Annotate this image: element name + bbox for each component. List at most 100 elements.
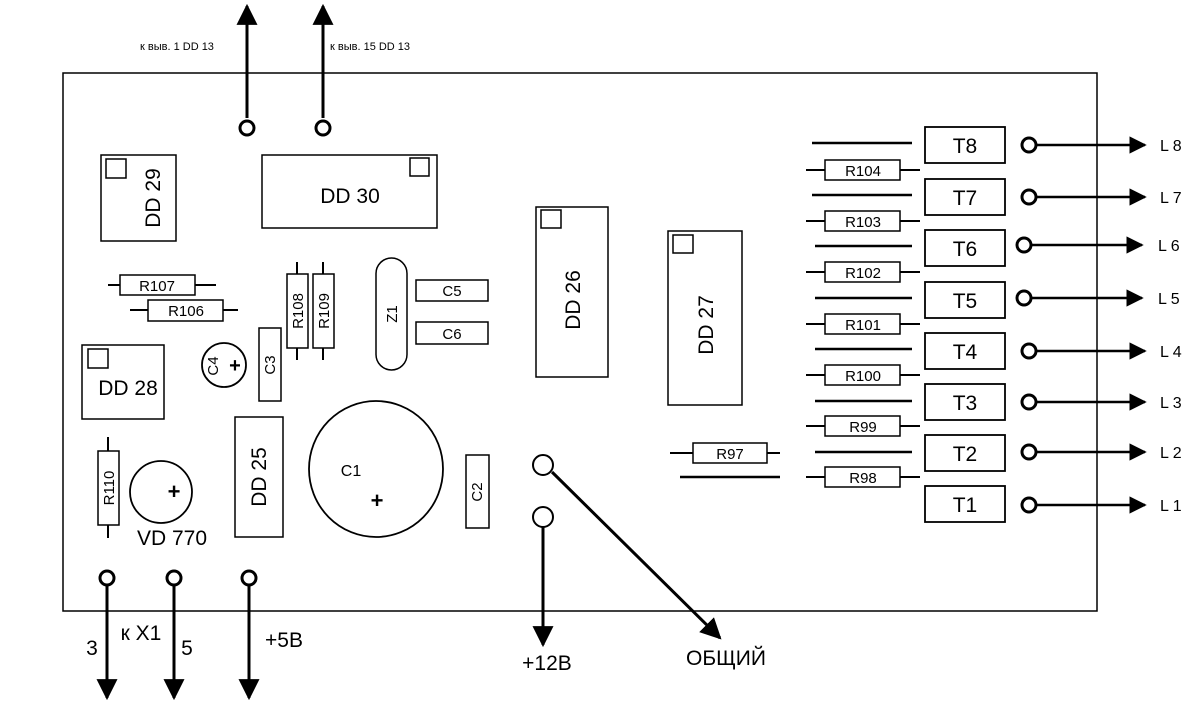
transistor-t7-label: T7 — [953, 187, 978, 210]
transistor-t6: T6 — [924, 229, 1006, 267]
pad-plus5 — [240, 569, 258, 587]
transistor-t8-label: T8 — [953, 135, 978, 158]
resistor-r109: R109 — [312, 262, 335, 360]
capacitor-c1: C1 + — [308, 400, 444, 538]
resistor-r98-label: R98 — [849, 470, 877, 487]
chip-dd25: DD 25 — [234, 416, 284, 538]
output-l5: L 5 — [1015, 289, 1180, 308]
resistor-r106-label: R106 — [168, 303, 204, 320]
capacitor-c3: C3 — [258, 327, 282, 402]
output-l5-label: L 5 — [1158, 291, 1180, 308]
resistor-r110-label: R110 — [101, 471, 118, 506]
resistor-r102: R102 — [806, 261, 920, 283]
output-l6-label: L 6 — [1158, 238, 1180, 255]
output-l7-label: L 7 — [1160, 190, 1182, 207]
transistor-t5: T5 — [924, 281, 1006, 319]
resistor-r108-label: R108 — [290, 293, 307, 329]
top-connections: к выв. 1 DD 13 к выв. 15 DD 13 — [140, 3, 410, 137]
chip-dd29: DD 29 — [100, 154, 177, 242]
resistor-r101: R101 — [806, 313, 920, 335]
chip-dd26: DD 26 — [535, 206, 609, 378]
resistor-r103-label: R103 — [845, 214, 881, 231]
capacitor-c4-label: C4 — [205, 356, 222, 375]
capacitor-c4-plus: + — [229, 355, 241, 377]
diode-vd770-label: VD 770 — [137, 527, 207, 550]
label-dd13-pin15: к выв. 15 DD 13 — [330, 41, 410, 53]
transistor-t2-label: T2 — [953, 443, 978, 466]
output-l3-label: L 3 — [1160, 395, 1182, 412]
capacitor-c5: C5 — [415, 279, 489, 302]
capacitor-c1-label: C1 — [341, 463, 362, 480]
chip-dd25-label: DD 25 — [248, 447, 271, 507]
resistor-r106: R106 — [130, 299, 238, 322]
output-l1-label: L 1 — [1160, 498, 1182, 515]
label-plus12: +12В — [522, 652, 572, 675]
resistor-r99-label: R99 — [849, 419, 877, 436]
diode-vd770-plus: + — [168, 479, 181, 504]
label-dd13-pin1: к выв. 1 DD 13 — [140, 41, 214, 53]
capacitor-c3-label: C3 — [262, 355, 279, 374]
output-l4: L 4 — [1020, 342, 1182, 361]
power-connections: +12В ОБЩИЙ — [522, 454, 766, 675]
transistor-t5-label: T5 — [953, 290, 978, 313]
transistor-t3-label: T3 — [953, 392, 978, 415]
resistor-r101-label: R101 — [845, 317, 881, 334]
pad-common — [532, 454, 554, 476]
pad-x1-5 — [165, 569, 183, 587]
chip-dd26-label: DD 26 — [562, 270, 585, 330]
resistor-r98: R98 — [806, 466, 920, 488]
capacitor-c1-plus: + — [371, 488, 384, 513]
output-l2: L 2 — [1020, 443, 1182, 462]
output-l1: L 1 — [1020, 496, 1182, 515]
transistor-t3: T3 — [924, 383, 1006, 421]
label-plus5: +5В — [265, 629, 303, 652]
capacitor-c6-label: C6 — [442, 326, 461, 343]
resistor-r99: R99 — [806, 415, 920, 437]
capacitor-c5-label: C5 — [442, 283, 461, 300]
crystal-z1: Z1 — [375, 257, 408, 371]
chip-dd29-label: DD 29 — [142, 168, 165, 228]
output-l4-label: L 4 — [1160, 344, 1182, 361]
resistor-r107-label: R107 — [139, 278, 175, 295]
capacitor-c6: C6 — [415, 321, 489, 345]
resistor-r97-label: R97 — [716, 446, 744, 463]
transistor-t1-label: T1 — [953, 494, 978, 517]
output-l6: L 6 — [1015, 236, 1180, 255]
chip-dd30-label: DD 30 — [320, 185, 380, 208]
transistor-t4-label: T4 — [953, 341, 978, 364]
label-x1: к X1 — [121, 622, 162, 645]
resistor-r100: R100 — [806, 364, 920, 386]
bottom-connections: 3 к X1 5 +5В — [86, 569, 303, 701]
capacitor-c2: C2 — [465, 454, 490, 529]
transistor-t2: T2 — [924, 434, 1006, 472]
capacitor-c4: C4 + — [201, 342, 247, 388]
transistor-t6-label: T6 — [953, 238, 978, 261]
label-pin5: 5 — [181, 637, 193, 660]
resistor-r104: R104 — [806, 159, 920, 181]
resistor-r100-label: R100 — [845, 368, 881, 385]
pad-dd13-pin1 — [238, 119, 256, 137]
output-l8: L 8 — [1020, 136, 1182, 155]
capacitor-c2-label: C2 — [469, 482, 486, 501]
crystal-z1-label: Z1 — [384, 305, 401, 323]
resistor-r97: R97 — [670, 442, 780, 479]
output-l3: L 3 — [1020, 393, 1182, 412]
resistor-r103: R103 — [806, 210, 920, 232]
diode-vd770: + VD 770 — [129, 460, 207, 550]
transistor-t8: T8 — [924, 126, 1006, 164]
output-l7: L 7 — [1020, 188, 1182, 207]
output-resistor-array: R104 R103 R102 R101 R100 R99 — [806, 141, 920, 488]
transistor-t1: T1 — [924, 485, 1006, 523]
output-l8-label: L 8 — [1160, 138, 1182, 155]
pad-dd13-pin15 — [314, 119, 332, 137]
label-pin3: 3 — [86, 637, 98, 660]
pad-plus12 — [532, 506, 554, 528]
resistor-r107: R107 — [108, 274, 216, 296]
resistor-r102-label: R102 — [845, 265, 881, 282]
output-l2-label: L 2 — [1160, 445, 1182, 462]
pad-x1-3 — [98, 569, 116, 587]
chip-dd28: DD 28 — [81, 344, 165, 420]
chip-dd30: DD 30 — [261, 154, 438, 229]
resistor-r110: R110 — [97, 437, 120, 538]
